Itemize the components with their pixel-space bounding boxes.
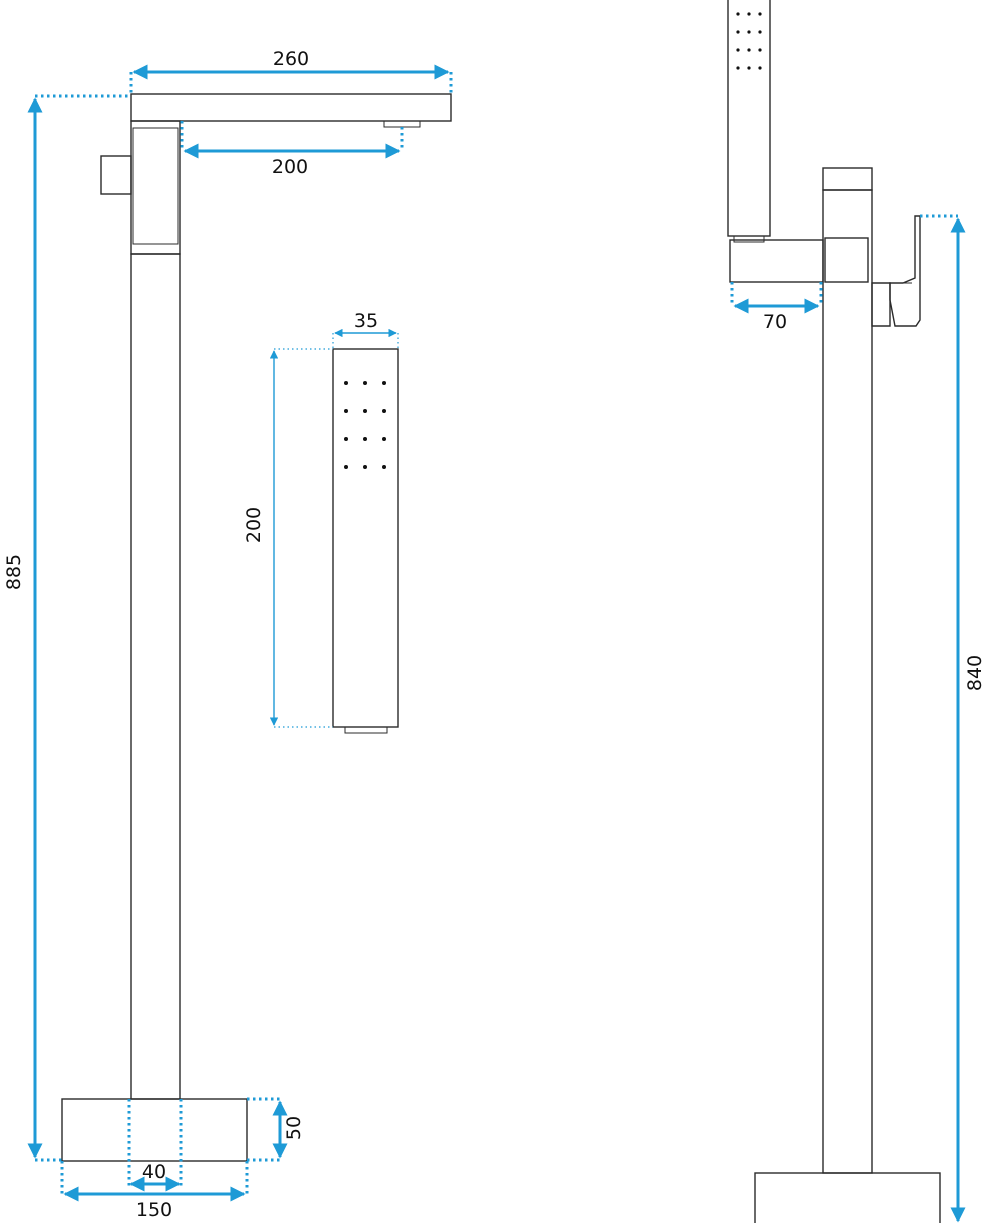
column (130, 253, 181, 1100)
side-view (727, 0, 941, 1223)
side-handshower-connector (733, 235, 765, 243)
dim-label-spout-length: 260 (273, 48, 309, 70)
side-column-top (822, 167, 873, 191)
dim-label-total-height: 885 (3, 554, 25, 590)
side-mixer-block (824, 237, 869, 283)
mixer-handle (100, 155, 132, 195)
mixer-inner-panel (132, 127, 179, 245)
dim-label-base-width: 150 (136, 1199, 172, 1221)
dim-label-base-height: 50 (283, 1116, 305, 1140)
side-column (822, 189, 873, 1174)
handshower-detail (332, 348, 399, 734)
dim-label-spout-reach: 200 (272, 156, 308, 178)
side-lever-blade (889, 215, 921, 327)
side-handshower-spray-holes (736, 12, 762, 70)
side-lever-handle (871, 282, 891, 327)
floor-base (61, 1098, 248, 1162)
side-dimensions: 70 840 (730, 214, 986, 1223)
handshower-connector (344, 726, 388, 734)
dim-label-handshower-length: 200 (243, 507, 265, 543)
side-floor-base (754, 1172, 941, 1223)
mixer-body (130, 120, 181, 255)
dim-label-side-height: 840 (964, 655, 986, 691)
dim-label-holder-length: 70 (763, 311, 787, 333)
spout-aerator (383, 120, 421, 128)
handshower-dimensions: 35 200 (243, 310, 399, 728)
dim-label-column-width: 40 (142, 1161, 166, 1183)
front-dimensions: 260 200 885 50 40 150 (3, 48, 453, 1221)
side-holder-arm (729, 239, 824, 283)
handshower-body (332, 348, 399, 728)
dim-label-handshower-width: 35 (354, 310, 378, 332)
spout-body (130, 93, 452, 122)
side-handshower (727, 0, 771, 237)
front-view (61, 93, 452, 1162)
handshower-spray-holes (344, 381, 386, 469)
